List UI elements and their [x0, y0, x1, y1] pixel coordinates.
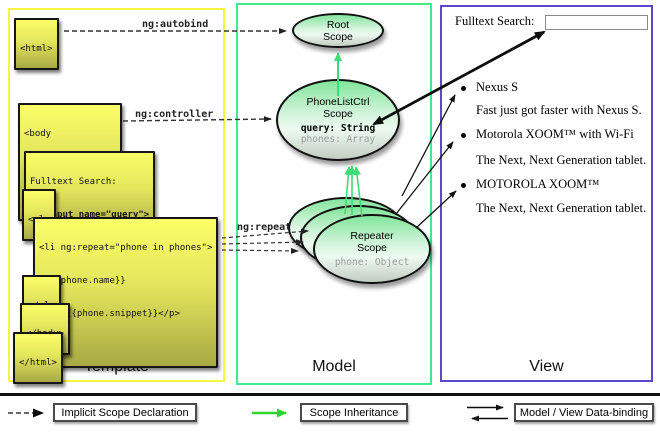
view-panel [440, 5, 653, 382]
scope-title: Root [326, 18, 350, 31]
code-line: <p>{{phone.snippet}}</p> [39, 309, 180, 319]
model-panel-title: Model [312, 358, 356, 375]
phone-snippet: The Next, Next Generation tablet. [476, 201, 647, 215]
bullet-icon [461, 183, 466, 188]
phone-name: Motorola XOOM™ with Wi-Fi [476, 127, 634, 141]
repeater-scope-ellipse-front: Repeater Scope phone: Object [313, 214, 431, 284]
scope-title: PhoneListCtrl [306, 95, 370, 108]
model-panel [236, 3, 432, 385]
code-line: <html> [20, 44, 53, 54]
bullet-icon [461, 133, 466, 138]
code-box-html-close: </html> [13, 332, 63, 384]
bullet-icon [461, 86, 466, 91]
legend-scope-inheritance: Scope Inheritance [300, 403, 408, 422]
legend-model-view-data-binding: Model / View Data-binding [514, 403, 654, 422]
fulltext-search-input[interactable] [545, 15, 648, 30]
ng-autobind-label: ng:autobind [142, 19, 209, 30]
phone-name: MOTOROLA XOOM™ [476, 177, 600, 191]
fulltext-search-label: Fulltext Search: [455, 14, 535, 28]
code-box-li-repeat: <li ng:repeat="phone in phones"> {{phone… [33, 217, 219, 368]
code-line: <li ng:repeat="phone in phones"> [39, 243, 213, 253]
legend-implicit-scope-declaration: Implicit Scope Declaration [53, 403, 197, 422]
code-line: </html> [19, 358, 57, 368]
scope-prop-query: query: String [300, 122, 376, 134]
root-scope-ellipse: Root Scope [292, 13, 384, 48]
scope-title: Scope [323, 30, 353, 43]
phone-snippet: The Next, Next Generation tablet. [476, 153, 647, 167]
code-box-html-open: <html> [14, 18, 59, 70]
phone-name: Nexus S [476, 80, 519, 94]
code-line: <input name="query"> [30, 210, 150, 220]
scope-prop-phone: phone: Object [334, 257, 410, 268]
scope-prop-phones: phones: Array [300, 133, 376, 145]
scope-title: Repeater [350, 230, 394, 242]
code-line: <body [24, 129, 52, 139]
ng-controller-label: ng:controller [135, 109, 214, 120]
ng-repeat-label: ng:repeat [237, 222, 292, 233]
phonelistctrl-scope-ellipse: PhoneListCtrl Scope query: String phones… [276, 79, 400, 161]
phone-snippet: Fast just got faster with Nexus S. [476, 103, 642, 117]
code-line: Fulltext Search: [30, 177, 117, 187]
scope-title: Scope [357, 242, 387, 254]
view-panel-title: View [529, 358, 564, 375]
scope-title: Scope [323, 107, 353, 120]
code-line: {{phone.name}} [39, 276, 126, 286]
